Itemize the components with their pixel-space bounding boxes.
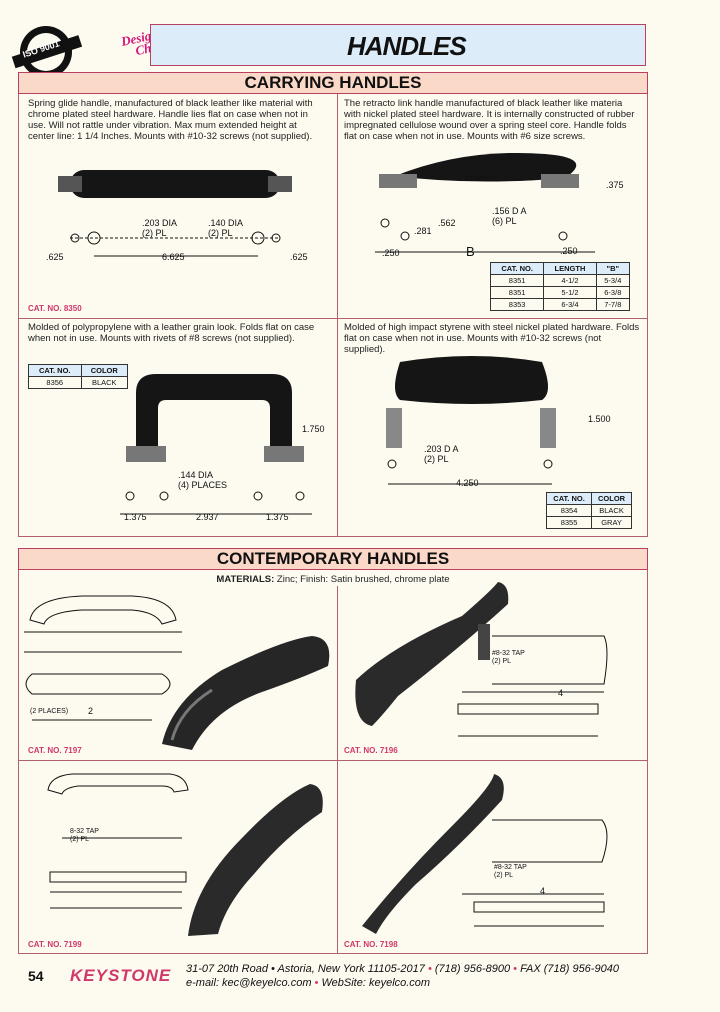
footer-contact: 31-07 20th Road • Astoria, New York 1110…: [186, 963, 619, 989]
dim-left-1375: 1.375: [124, 512, 147, 522]
page-title-box: HANDLES: [150, 24, 646, 66]
dim-center-2937: 2.937: [196, 512, 219, 522]
table-row: 8351 4-1/2 5-3/4: [489, 274, 631, 287]
dim-7197-places: (2 PLACES): [30, 708, 69, 715]
table-cell: 8356: [28, 376, 82, 389]
col-color: COLOR: [591, 492, 632, 505]
divider: [337, 94, 338, 537]
cat-no-7198: CAT. NO. 7198: [344, 940, 398, 949]
dim-height-1500: 1.500: [588, 414, 611, 424]
table-row: 8354 BLACK: [545, 504, 632, 517]
dim-hole-144: .144 DIA (4) PLACES: [178, 470, 228, 490]
table-cell: 8353: [489, 298, 545, 311]
item-7197-drawing: [24, 595, 330, 750]
dim-7197-two: 2: [88, 706, 94, 716]
dim-b: B: [466, 244, 475, 259]
table-cell: 4-1/2: [543, 274, 597, 287]
table-8356: CAT. NO. COLOR 8356 BLACK: [28, 364, 129, 389]
item-8356-drawing: [120, 374, 312, 515]
dim-250-left: .250: [382, 248, 400, 258]
dim-7196-tap: #8-32 TAP (2) PL: [492, 650, 525, 665]
table-cell: BLACK: [591, 504, 632, 517]
item-835x-description: The retracto link handle manufactured of…: [344, 98, 635, 142]
item-8354-description: Molded of high impact styrene with steel…: [344, 322, 640, 355]
item-8350-drawing: [58, 170, 292, 257]
contemporary-handles-panel: [18, 548, 648, 954]
dim-250-right: .250: [560, 246, 578, 256]
materials-line: MATERIALS: Zinc; Finish: Satin brushed, …: [0, 574, 666, 585]
divider: [18, 318, 648, 319]
keystone-logo: KEYSTONE: [70, 966, 172, 985]
dim-hole-156: .156 D A (6) PL: [492, 206, 527, 226]
table-8354: CAT. NO. COLOR 8354 BLACK 8355 GRAY: [545, 492, 632, 529]
dim-right-625: .625: [290, 252, 308, 262]
table-cell: 6-3/4: [543, 298, 597, 311]
iso-seal-logo: ISO 9001: [8, 22, 86, 82]
footer-fax: FAX (718) 956-9040: [520, 963, 619, 975]
col-length: LENGTH: [543, 262, 597, 275]
table-cell: 8351: [489, 274, 545, 287]
dim-hole-203: .203 DIA (2) PL: [142, 218, 178, 238]
cat-no-7197: CAT. NO. 7197: [28, 746, 82, 755]
table-cell: 8355: [545, 516, 593, 529]
table-row: 8351 5-1/2 6-3/8: [489, 286, 631, 299]
dim-7198-tap: #8-32 TAP (2) PL: [494, 864, 527, 879]
table-cell: 8351: [489, 286, 545, 299]
page-number: 54: [28, 968, 44, 984]
item-7196-drawing: [355, 582, 608, 737]
table-row: 8356 BLACK: [28, 376, 129, 389]
item-8354-drawing: [386, 356, 556, 485]
dim-left-625: .625: [46, 252, 64, 262]
cat-no-8350: CAT. NO. 8350: [28, 304, 82, 313]
footer-address: 31-07 20th Road • Astoria, New York 1110…: [186, 963, 425, 975]
contemporary-handles-title: CONTEMPORARY HANDLES: [18, 548, 648, 570]
dim-562: .562: [438, 218, 456, 228]
dim-281: .281: [414, 226, 432, 236]
item-835x-drawing: [375, 152, 595, 253]
footer-email-link[interactable]: e-mail: kec@keyelco.com: [186, 977, 312, 989]
table-cell: 7-7/8: [595, 298, 631, 311]
materials-label: MATERIALS:: [216, 574, 275, 585]
materials-text: Zinc; Finish: Satin brushed, chrome plat…: [274, 574, 450, 585]
cat-no-7196: CAT. NO. 7196: [344, 746, 398, 755]
col-cat-no: CAT. NO.: [28, 364, 82, 377]
dim-hole-140: .140 DIA (2) PL: [208, 218, 244, 238]
dim-7198-four: 4: [540, 886, 546, 896]
carrying-handles-title: CARRYING HANDLES: [18, 72, 648, 94]
dim-center-6625: 6.625: [162, 252, 185, 262]
dim-7199-tap: 8-32 TAP (2) PL: [70, 828, 99, 843]
divider: [337, 586, 338, 954]
footer-phone: (718) 956-8900: [434, 963, 511, 975]
dim-7196-four: 4: [558, 688, 564, 698]
item-7198-drawing: [362, 774, 608, 934]
item-8350-description: Spring glide handle, manufactured of bla…: [28, 98, 313, 142]
item-8356-description: Molded of polypropylene with a leather g…: [28, 322, 315, 344]
divider: [18, 760, 648, 761]
table-row: 8353 6-3/4 7-7/8: [489, 298, 631, 311]
table-cell: 8354: [545, 504, 593, 517]
table-cell: BLACK: [80, 376, 129, 389]
dim-375: .375: [606, 180, 624, 190]
item-7199-drawing: [47, 773, 323, 936]
table-cell: 5-1/2: [543, 286, 597, 299]
footer-website-link[interactable]: WebSite: keyelco.com: [321, 977, 431, 989]
dim-height-1750: 1.750: [302, 424, 325, 434]
table-cell: 6-3/8: [595, 286, 631, 299]
dim-length-label: LENGTH: [466, 176, 495, 183]
col-cat-no: CAT. NO.: [545, 492, 593, 505]
dim-width-4250: 4.250: [456, 478, 479, 488]
dim-hole-203-8354: .203 D A (2) PL: [424, 444, 459, 464]
dim-right-1375: 1.375: [266, 512, 289, 522]
col-cat-no: CAT. NO.: [489, 262, 545, 275]
table-835x: CAT. NO. LENGTH "B" 8351 4-1/2 5-3/4 835…: [489, 262, 631, 311]
cat-no-7199: CAT. NO. 7199: [28, 940, 82, 949]
table-cell: 5-3/4: [595, 274, 631, 287]
table-row: 8355 GRAY: [545, 516, 632, 529]
col-b: "B": [595, 262, 631, 275]
page-title: HANDLES: [347, 31, 467, 61]
table-cell: GRAY: [591, 516, 632, 529]
